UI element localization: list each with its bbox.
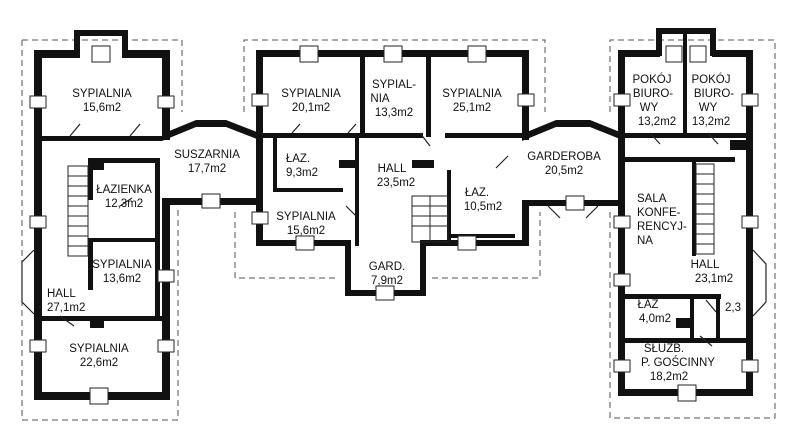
west-link bbox=[162, 120, 262, 209]
center-block bbox=[251, 45, 535, 301]
right-wing bbox=[613, 28, 767, 402]
left-wing bbox=[21, 30, 175, 405]
room-label-gard: GARD.7,9m2 bbox=[369, 261, 405, 287]
room-label-laz-c1: ŁAZ.9,3m2 bbox=[286, 153, 318, 179]
terrace-outline bbox=[21, 39, 776, 421]
east-link bbox=[522, 120, 625, 219]
room-label-small-east: 2,3 bbox=[725, 302, 741, 314]
room-label-laz-c2: ŁAZ.10,5m2 bbox=[464, 187, 502, 213]
